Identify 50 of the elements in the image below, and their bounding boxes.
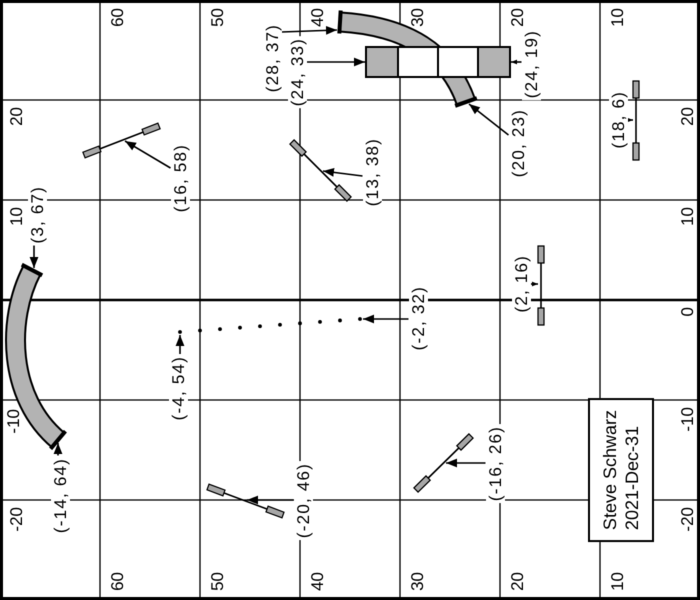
- leader-arrow: [176, 335, 184, 354]
- tunnel: [5, 262, 67, 450]
- leader-arrow: [511, 60, 522, 64]
- leader-arrow: [247, 496, 294, 504]
- axis-tick-label: 60: [108, 8, 126, 27]
- segmented-bar: [365, 46, 511, 78]
- axis-tick-label: 10: [608, 8, 626, 27]
- leader-arrow: [306, 58, 365, 66]
- tunnel: [337, 10, 478, 108]
- coordinate-label: (-20, 46): [294, 460, 312, 540]
- axis-tick-label: 20: [8, 107, 24, 126]
- leader-arrow: [54, 443, 62, 456]
- coordinate-label: (-16, 26): [486, 424, 504, 503]
- author-name: Steve Schwarz: [599, 410, 621, 530]
- axis-tick-label: 0: [678, 307, 696, 316]
- leader-arrow: [530, 282, 538, 286]
- leader-arrow: [446, 458, 486, 468]
- axis-tick-label: 60: [108, 572, 126, 591]
- axis-tick-label: 40: [308, 8, 326, 27]
- axis-tick-label: 40: [308, 572, 326, 591]
- jump-hurdle: [632, 80, 640, 161]
- axis-tick-label: 10: [678, 207, 696, 226]
- axis-tick-label: -20: [678, 507, 696, 532]
- axis-tick-label: 50: [208, 572, 226, 591]
- jump-hurdle: [206, 483, 285, 519]
- axis-tick-label: 20: [508, 8, 526, 27]
- jump-hurdle: [289, 139, 352, 202]
- axis-tick-label: 50: [208, 8, 226, 27]
- axis-tick-label: -10: [678, 407, 696, 432]
- axis-tick-label: 10: [8, 207, 24, 226]
- axis-tick-label: 30: [408, 572, 426, 591]
- leader-arrow: [363, 314, 408, 324]
- axis-tick-label: 30: [408, 8, 426, 27]
- jump-hurdle: [82, 122, 161, 159]
- dotted-path: [178, 317, 362, 334]
- axis-tick-label: 10: [608, 572, 626, 591]
- axis-tick-label: -10: [4, 409, 22, 434]
- axis-tick-label: 20: [678, 107, 696, 126]
- leader-arrow: [124, 140, 171, 169]
- leader-arrow: [627, 118, 633, 122]
- leader-arrow: [468, 103, 509, 136]
- credit-box: [588, 398, 654, 542]
- axis-tick-label: 20: [508, 572, 526, 591]
- coordinate-label: (24, 33): [288, 36, 306, 108]
- axis-tick-label: -20: [8, 507, 24, 532]
- jump-hurdle: [413, 433, 474, 493]
- leader-arrow: [30, 246, 38, 268]
- leader-arrow: [322, 168, 363, 177]
- date-text: 2021-Dec-31: [621, 425, 643, 530]
- jump-hurdle: [537, 245, 545, 326]
